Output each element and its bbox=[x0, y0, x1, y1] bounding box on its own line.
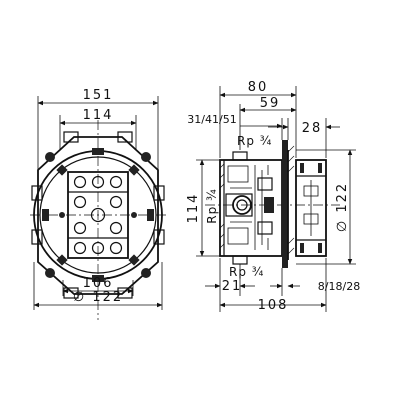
housing-octagon bbox=[37, 136, 159, 295]
dim-height: 114 bbox=[186, 193, 201, 224]
side-connection bbox=[225, 193, 253, 217]
side-wall-hatch bbox=[219, 160, 225, 256]
front-view: 151 114 106 ∅ 122 bbox=[30, 88, 168, 320]
side-view: 80 59 31/41/51 28 Rp ¾ Rp ¾ Rp ¾ bbox=[186, 80, 360, 313]
mounting-plate bbox=[282, 140, 288, 268]
dim-28: 28 bbox=[268, 118, 340, 158]
dim-options-bottom: 8/18/28 bbox=[318, 280, 360, 293]
dim-dia-122-front: ∅ 122 bbox=[33, 262, 163, 310]
dim-diameter-front: ∅ 122 bbox=[73, 290, 123, 305]
dim-114-side: 114 bbox=[186, 159, 222, 257]
dim-diameter-side: ∅ 122 bbox=[335, 182, 350, 232]
dim-depth-bottom: 108 bbox=[258, 298, 289, 313]
dim-80: 80 bbox=[219, 80, 297, 158]
dim-offset-bottom: 21 bbox=[222, 279, 243, 294]
dim-flange: 28 bbox=[302, 121, 323, 136]
dim-depth-mid: 59 bbox=[260, 96, 281, 111]
side-internals bbox=[227, 165, 274, 250]
thread-top: Rp ¾ bbox=[237, 134, 272, 148]
thread-side: Rp ¾ bbox=[205, 188, 219, 223]
dim-114-front: 114 bbox=[59, 108, 137, 150]
dim-overall-width: 151 bbox=[83, 88, 114, 103]
housing-inner-circle bbox=[39, 156, 157, 274]
dim-inner-width: 114 bbox=[83, 108, 114, 123]
dim-151: 151 bbox=[37, 88, 159, 170]
dim-bottom-width: 106 bbox=[83, 276, 114, 291]
dim-8-18-28: 8/18/28 bbox=[270, 268, 360, 296]
dim-options-top: 31/41/51 bbox=[187, 113, 236, 126]
dim-59: 59 bbox=[239, 96, 297, 150]
cartridge-housing bbox=[295, 159, 327, 257]
dim-108: 108 bbox=[219, 258, 327, 313]
mounting-lugs bbox=[31, 131, 165, 299]
bottom-connection bbox=[232, 255, 248, 265]
port-grid bbox=[59, 175, 137, 255]
dim-106: 106 bbox=[62, 276, 134, 296]
dim-depth-total: 80 bbox=[248, 80, 269, 95]
cartridge-details bbox=[300, 163, 322, 253]
plate-hatch bbox=[287, 145, 295, 255]
top-connection bbox=[232, 151, 248, 161]
dim-31-41-51: 31/41/51 bbox=[187, 113, 283, 140]
dim-21: 21 bbox=[205, 264, 255, 296]
valve-block bbox=[67, 171, 129, 259]
thread-bottom: Rp ¾ bbox=[229, 265, 264, 279]
